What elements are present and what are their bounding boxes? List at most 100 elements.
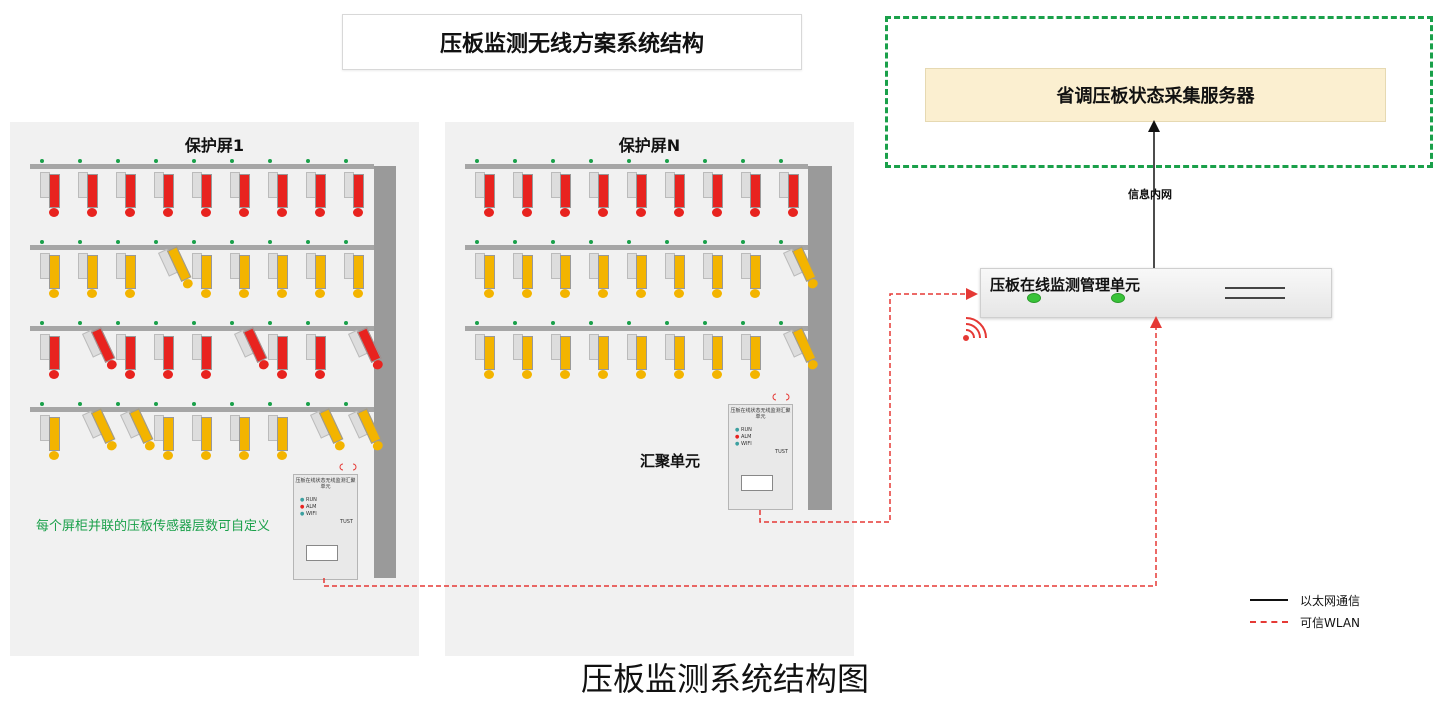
- panel-1-status-dot: [306, 159, 310, 163]
- panel-n-status-dot: [627, 240, 631, 244]
- panel-1-status-dot: [306, 321, 310, 325]
- panel-n-pressure-plate: [589, 253, 611, 299]
- panel-n-status-dot: [513, 321, 517, 325]
- panel-n-pressure-plate: [551, 334, 573, 380]
- panel-1-pressure-plate: [116, 253, 138, 299]
- panel-1-status-dot: [268, 159, 272, 163]
- panel-1-status-dot: [40, 402, 44, 406]
- panel-n-status-dot: [703, 321, 707, 325]
- panel-1-pressure-plate: [40, 172, 62, 218]
- legend-item-ethernet: 以太网通信: [1250, 590, 1440, 610]
- panel-1-pressure-plate: [268, 172, 290, 218]
- management-unit: [980, 268, 1332, 318]
- panel-n-pressure-plate: [741, 253, 763, 299]
- panel-1-pressure-plate: [78, 253, 100, 299]
- panel-n-status-dot: [627, 159, 631, 163]
- unit-n-brand: TUST: [775, 449, 788, 455]
- panel-n-pressure-plate: [589, 334, 611, 380]
- panel-n-title: 保护屏N: [618, 136, 681, 155]
- panel-n-status-dot: [513, 240, 517, 244]
- panel-n-pressure-plate: [551, 253, 573, 299]
- legend-swatch-dashed: [1250, 621, 1288, 623]
- panel-1-pressure-plate: [192, 334, 214, 380]
- panel-1-pressure-plate: [344, 253, 366, 299]
- panel-n-pressure-plate: [627, 172, 649, 218]
- panel-1-status-dot: [78, 240, 82, 244]
- panel-n-rail: [465, 164, 808, 169]
- panel-1-pressure-plate: [268, 334, 290, 380]
- panel-1-status-dot: [116, 402, 120, 406]
- figure-caption: 压板监测系统结构图: [580, 660, 869, 698]
- management-unit-label: 压板在线监测管理单元: [990, 276, 1141, 294]
- panel-1-pressure-plate: [40, 415, 62, 461]
- panel-1-pressure-plate: [40, 253, 62, 299]
- panel-1-status-dot: [344, 240, 348, 244]
- panel-n-status-dot: [741, 159, 745, 163]
- unit-n-antenna-icon: [772, 393, 790, 401]
- panel-n: [445, 122, 854, 656]
- panel-n-status-dot: [779, 159, 783, 163]
- panel-n-pressure-plate: [513, 334, 535, 380]
- panel-1-pressure-plate: [268, 415, 290, 461]
- panel-n-pressure-plate: [551, 172, 573, 218]
- panel-1-status-dot: [230, 240, 234, 244]
- unit-1-antenna-icon: [339, 463, 357, 471]
- panel-1-status-dot: [154, 402, 158, 406]
- unit-1-wifi: WIFI: [305, 511, 317, 517]
- panel-1-pressure-plate: [230, 172, 252, 218]
- aggregator-unit-n-header: 压板在线状态无线监测汇聚单元: [730, 408, 791, 420]
- panel-1-pressure-plate: [306, 253, 328, 299]
- panel-1-status-dot: [154, 159, 158, 163]
- manager-slot: [1225, 287, 1285, 299]
- legend-label-wlan: 可信WLAN: [1300, 615, 1361, 630]
- panel-1-pressure-plate: [306, 334, 328, 380]
- panel-n-pressure-plate: [475, 253, 497, 299]
- panel-1-pressure-plate: [116, 172, 138, 218]
- panel-1-status-dot: [344, 402, 348, 406]
- panel-1-status-dot: [268, 240, 272, 244]
- unit-1-brand: TUST: [340, 519, 353, 525]
- panel-n-pressure-plate: [703, 334, 725, 380]
- panel-n-rail: [465, 326, 808, 331]
- panel-n-pressure-plate: [475, 172, 497, 218]
- panel-1-pressure-plate: [268, 253, 290, 299]
- panel-1-status-dot: [230, 321, 234, 325]
- aggregator-unit-n: 压板在线状态无线监测汇聚单元 ● RUN ● ALM ● WIFI TUST: [728, 404, 793, 510]
- panel-1-status-dot: [230, 402, 234, 406]
- layer-note: 每个屏柜并联的压板传感器层数可自定义: [36, 519, 271, 534]
- panel-1-side-bar: [374, 166, 396, 578]
- panel-n-status-dot: [665, 321, 669, 325]
- legend: 以太网通信 可信WLAN: [1250, 590, 1440, 634]
- panel-n-pressure-plate: [665, 253, 687, 299]
- panel-n-status-dot: [779, 240, 783, 244]
- panel-1-status-dot: [78, 321, 82, 325]
- panel-n-pressure-plate: [475, 334, 497, 380]
- unit-n-port: [741, 475, 773, 491]
- panel-n-pressure-plate: [513, 172, 535, 218]
- panel-n-status-dot: [703, 159, 707, 163]
- panel-1-status-dot: [116, 240, 120, 244]
- panel-n-status-dot: [475, 159, 479, 163]
- panel-1-pressure-plate: [230, 253, 252, 299]
- manager-led-1: [1027, 293, 1041, 303]
- panel-n-status-dot: [551, 240, 555, 244]
- panel-n-status-dot: [665, 240, 669, 244]
- panel-1-pressure-plate: [78, 172, 100, 218]
- panel-n-pressure-plate: [627, 253, 649, 299]
- panel-1-status-dot: [154, 240, 158, 244]
- panel-1-status-dot: [306, 402, 310, 406]
- panel-n-pressure-plate: [627, 334, 649, 380]
- panel-1-rail: [30, 407, 374, 412]
- panel-1-status-dot: [154, 321, 158, 325]
- panel-n-pressure-plate: [703, 253, 725, 299]
- panel-n-status-dot: [703, 240, 707, 244]
- aggregator-label: 汇聚单元: [640, 452, 701, 470]
- panel-n-status-dot: [665, 159, 669, 163]
- panel-1-title: 保护屏1: [184, 136, 245, 155]
- panel-1-rail: [30, 245, 374, 250]
- panel-n-pressure-plate: [589, 172, 611, 218]
- panel-n-pressure-plate: [741, 172, 763, 218]
- panel-1-status-dot: [192, 321, 196, 325]
- panel-n-status-dot: [551, 159, 555, 163]
- panel-1-pressure-plate: [230, 415, 252, 461]
